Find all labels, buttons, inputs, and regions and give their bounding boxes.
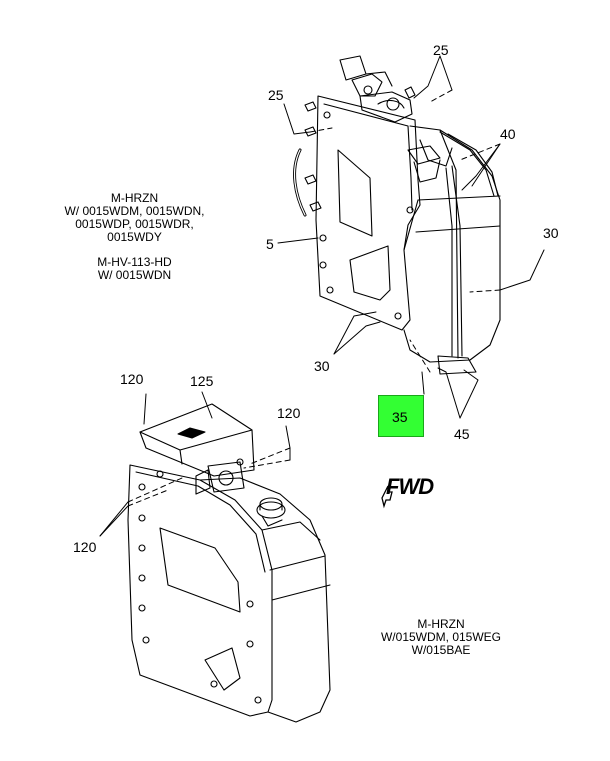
callout-120-left: 120 [73, 539, 97, 555]
callout-30-bottom: 30 [314, 358, 330, 374]
callout-125: 125 [190, 373, 214, 389]
upper-tank [403, 125, 501, 375]
callout-35: 35 [392, 409, 408, 425]
forward-arrow-icon [381, 485, 393, 509]
callout-5: 5 [266, 236, 274, 252]
note-bottom-right: M-HRZN W/015WDM, 015WEG W/015BAE [356, 618, 526, 657]
callout-30-right: 30 [543, 225, 559, 241]
note-line: M-HV-113-HD [97, 255, 172, 269]
callout-35-highlight [378, 395, 424, 437]
fwd-label: FWD [386, 474, 434, 499]
leader-lines [99, 55, 545, 537]
callout-45: 45 [454, 426, 470, 442]
note-line: 0015WDY [107, 230, 162, 244]
callout-40: 40 [500, 126, 516, 142]
note-line: M-HRZN [110, 191, 159, 205]
note-line: W/015BAE [411, 643, 471, 657]
callout-25-top: 25 [433, 42, 449, 58]
callout-120-right: 120 [277, 405, 301, 421]
note-top-left: M-HRZN W/ 0015WDM, 0015WDN, 0015WDP, 001… [52, 192, 217, 282]
note-line: 0015WDP, 0015WDR, [75, 217, 194, 231]
upper-bracket [293, 55, 441, 331]
note-line: M-HRZN [417, 617, 465, 631]
callout-120-top: 120 [120, 371, 144, 387]
callout-25-left: 25 [268, 87, 284, 103]
note-line: W/ 0015WDM, 0015WDN, [64, 204, 205, 218]
note-line: W/ 0015WDN [97, 268, 172, 282]
note-line: W/015WDM, 015WEG [380, 630, 502, 644]
lower-assembly [127, 403, 331, 723]
